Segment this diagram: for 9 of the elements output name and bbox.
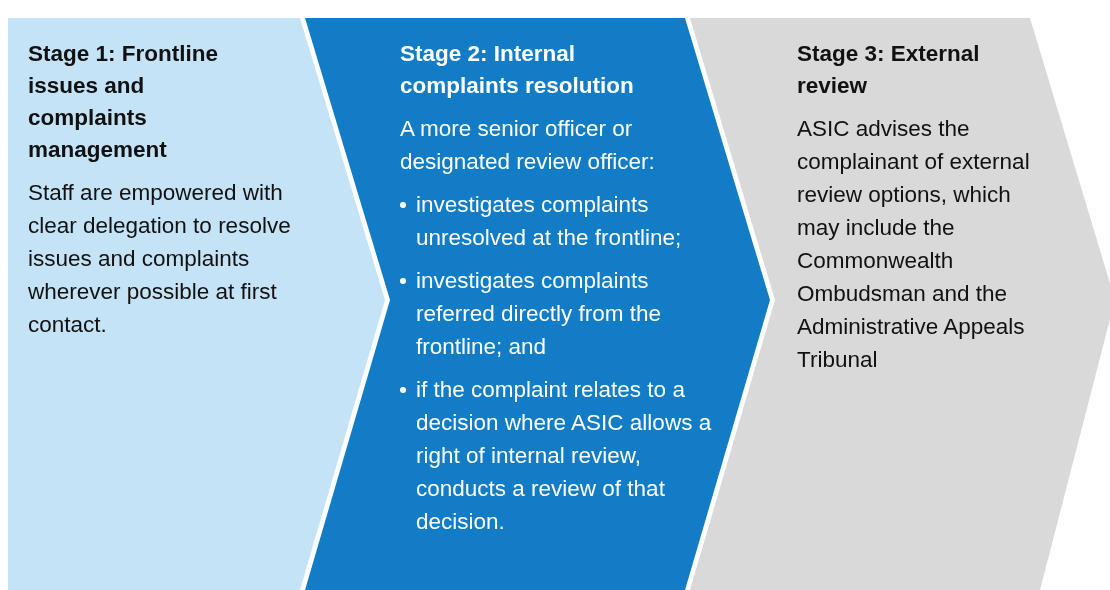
- stage-description: A more senior officer or designated review officer:: [400, 115, 656, 176]
- bullet-item: investigates complaints unresolved at the frontline;: [416, 191, 683, 252]
- stage-heading: Stage 2: Internal complaints resolution: [400, 40, 635, 100]
- stage-heading: Stage 1: Frontline issues and complaints management: [28, 40, 220, 164]
- stage-description: ASIC advises the complainant of external review options, which may include the Commonwealth Ombudsman and the Administrative Appeals Tribunal: [797, 115, 1031, 374]
- stage-heading: Stage 3: External review: [797, 40, 981, 100]
- bullet-item: investigates complaints referred directly from the frontline; and: [416, 267, 663, 361]
- bullet-item: if the complaint relates to a decision where ASIC allows a right of internal review, conducts a review of that decision.: [416, 376, 712, 536]
- stage-description: Staff are empowered with clear delegation to resolve issues and complaints wherever possible at first contact.: [28, 179, 292, 339]
